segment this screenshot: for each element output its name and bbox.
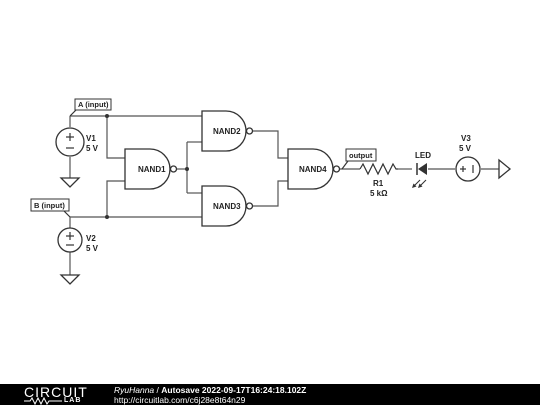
nand1-label: NAND1 [138, 165, 166, 174]
circuit-title: Autosave 2022-09-17T16:24:18.102Z [161, 385, 307, 395]
v3-value-label: 5 V [459, 144, 472, 153]
nand-gate-2[interactable] [201, 110, 254, 152]
footer-bar: CIRCUIT LAB RyuHanna / Autosave 2022-09-… [0, 384, 540, 405]
ground-symbol [59, 274, 81, 285]
voltage-source-v3[interactable] [455, 156, 481, 182]
nand4-label: NAND4 [299, 165, 327, 174]
resistor-wave-icon [24, 397, 62, 405]
ground-symbol [59, 177, 81, 188]
r1-name-label: R1 [373, 179, 384, 188]
nand2-label: NAND2 [213, 127, 241, 136]
node-label-a-input[interactable]: A (input) [69, 98, 112, 117]
logo-text: CIRCUIT [24, 384, 88, 400]
a-input-label: A (input) [78, 100, 109, 109]
b-input-label: B (input) [34, 201, 65, 210]
meta-separator: / [156, 385, 159, 395]
ground-symbol [498, 158, 512, 180]
nand-gate-1[interactable] [124, 148, 178, 190]
logo-subtext: LAB [64, 397, 82, 404]
circuitlab-logo[interactable]: CIRCUIT LAB [24, 385, 94, 405]
wires [69, 115, 499, 275]
r1-value-label: 5 kΩ [370, 189, 388, 198]
circuit-meta-line: RyuHanna / Autosave 2022-09-17T16:24:18.… [114, 385, 306, 395]
v2-name-label: V2 [86, 234, 96, 243]
nand-gate-3[interactable] [201, 185, 254, 227]
led-label: LED [415, 151, 431, 160]
v1-value-label: 5 V [86, 144, 99, 153]
light-emission-icon [412, 179, 427, 188]
junction-dots [105, 114, 189, 219]
author-name[interactable]: RyuHanna [114, 385, 155, 395]
v2-value-label: 5 V [86, 244, 99, 253]
nand-gate-4[interactable] [287, 148, 341, 190]
node-label-output[interactable]: output [341, 148, 377, 170]
nand3-label: NAND3 [213, 202, 241, 211]
circuit-url[interactable]: http://circuitlab.com/c6j28e8t64n29 [114, 395, 246, 405]
node-label-b-input[interactable]: B (input) [30, 198, 71, 218]
voltage-source-v1[interactable] [55, 127, 85, 157]
v1-name-label: V1 [86, 134, 96, 143]
resistor-r1[interactable] [359, 162, 398, 176]
led-diode[interactable] [416, 163, 427, 175]
output-label: output [349, 151, 373, 160]
circuit-schematic: V1 5 V V2 5 V A (input) B (input) NAND1 … [30, 98, 512, 285]
v3-name-label: V3 [461, 134, 471, 143]
voltage-source-v2[interactable] [57, 227, 83, 253]
